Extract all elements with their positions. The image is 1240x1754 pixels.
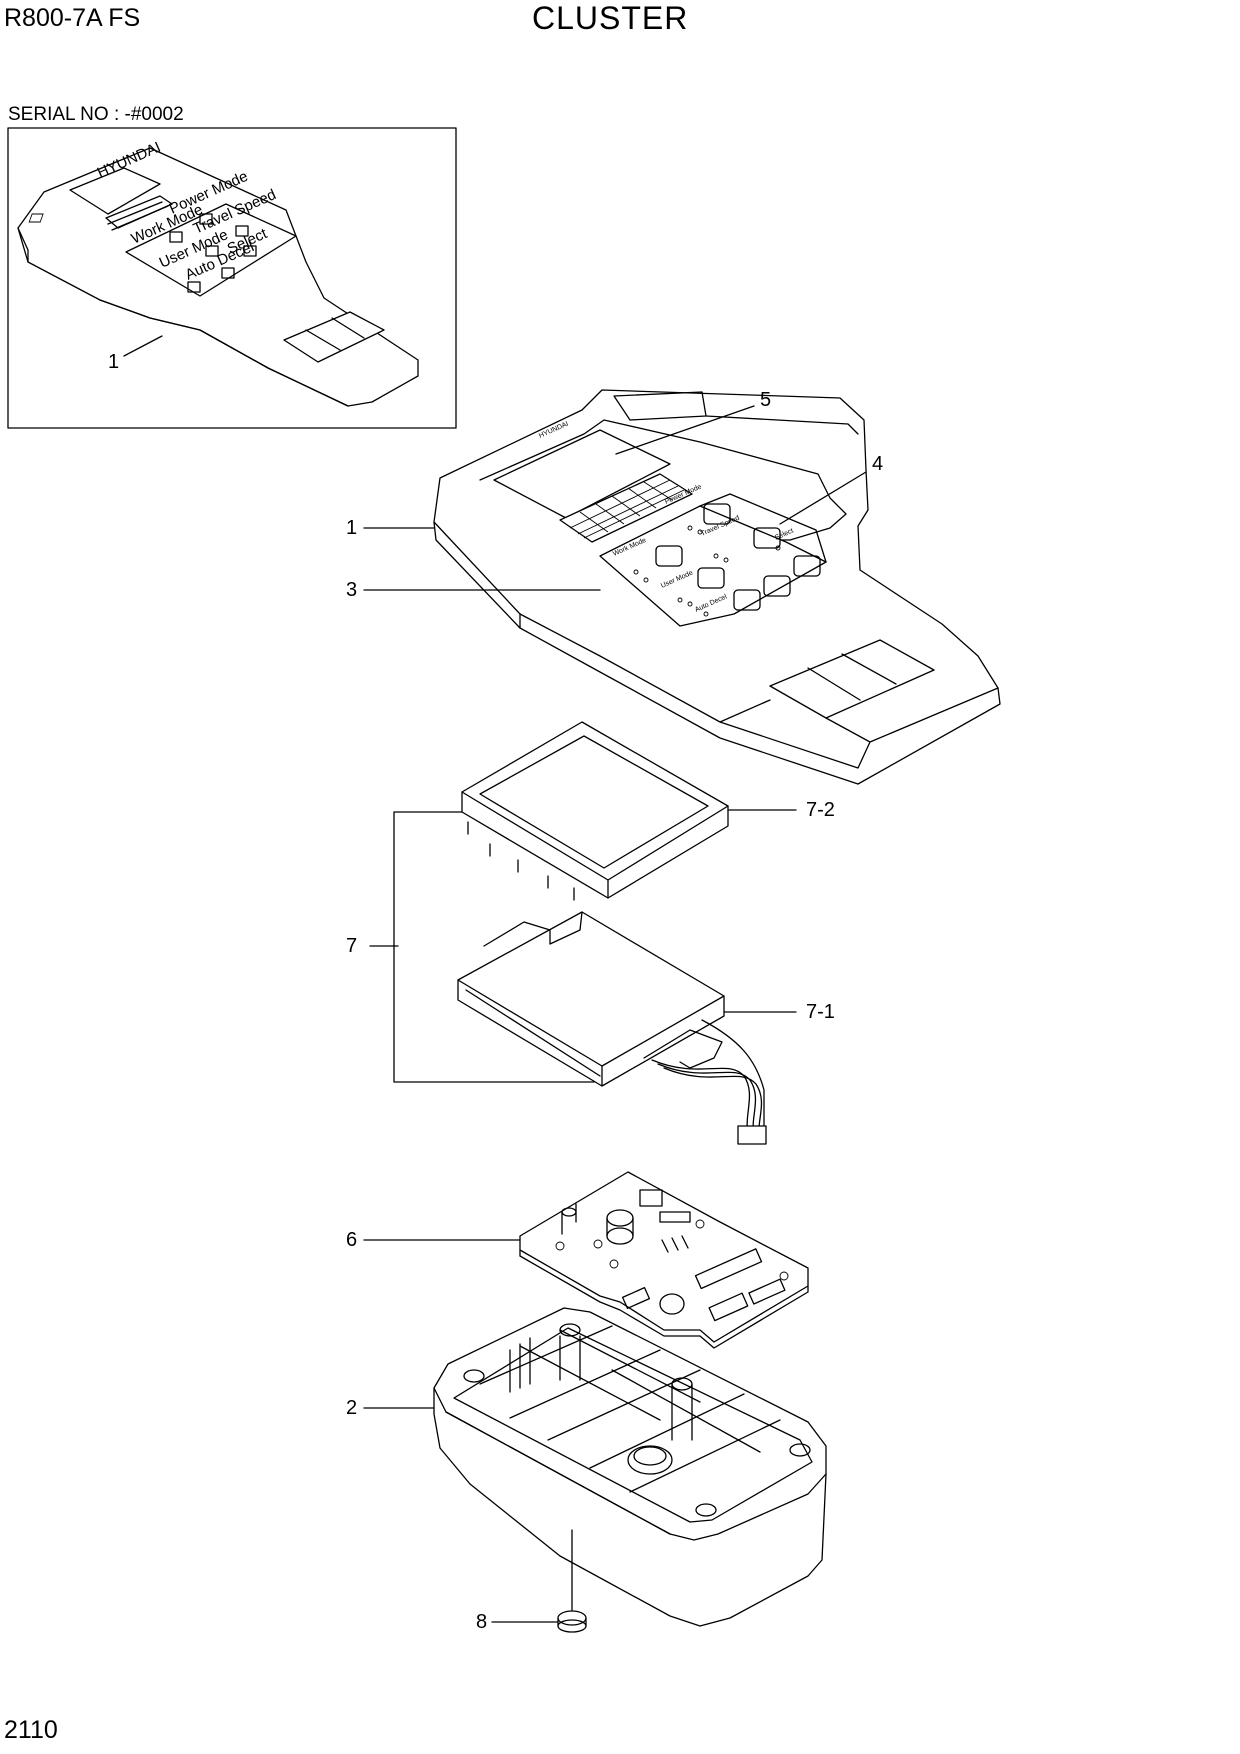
lcd-assembly: 7 7-2 7-1 <box>346 721 835 1145</box>
power-mode-button <box>703 503 731 525</box>
user-mode-button <box>697 567 725 589</box>
inset-switch-panel <box>125 203 297 297</box>
callout-6: 6 <box>346 1229 357 1251</box>
select-button-b <box>793 555 821 577</box>
callout-8: 8 <box>476 1611 487 1633</box>
callout-5: 5 <box>760 389 771 411</box>
callout-2: 2 <box>346 1397 357 1419</box>
display-screen <box>493 429 671 519</box>
callout-1: 1 <box>346 517 357 539</box>
inset-screen <box>69 167 161 215</box>
travel-speed-button <box>753 527 781 549</box>
serial-number-label: SERIAL NO : -#0002 <box>8 104 184 125</box>
callout-inset-1: 1 <box>108 351 119 373</box>
function-key-grid <box>559 473 693 543</box>
page-title: CLUSTER <box>532 0 689 36</box>
callout-7-2: 7-2 <box>806 799 835 821</box>
pcb-outline <box>519 1171 809 1343</box>
inset-box: HYUNDAI Power Mode Work Mode Travel Spee… <box>7 127 457 429</box>
cluster-top-cover: HYUNDAI Power Mode Work Mode Travel Spee… <box>346 389 1001 785</box>
model-label: R800-7A FS <box>4 4 141 32</box>
rubber-foot-8 <box>557 1610 587 1626</box>
select-button-a <box>763 575 791 597</box>
auto-decel-button <box>733 589 761 611</box>
lower-case-2: 8 2 <box>346 1307 827 1633</box>
work-mode-button <box>655 545 683 567</box>
callout-7: 7 <box>346 935 357 957</box>
callout-3: 3 <box>346 579 357 601</box>
inset-key-grid <box>28 213 44 223</box>
lcd-frame-7-2 <box>461 721 729 881</box>
callout-7-1: 7-1 <box>806 1001 835 1023</box>
callout-4: 4 <box>872 453 883 475</box>
page-number: 2110 <box>4 1716 58 1744</box>
cable-connector <box>737 1125 767 1145</box>
pcb-board-6: 6 <box>346 1171 809 1349</box>
lcd-module-7-1 <box>457 911 725 1067</box>
